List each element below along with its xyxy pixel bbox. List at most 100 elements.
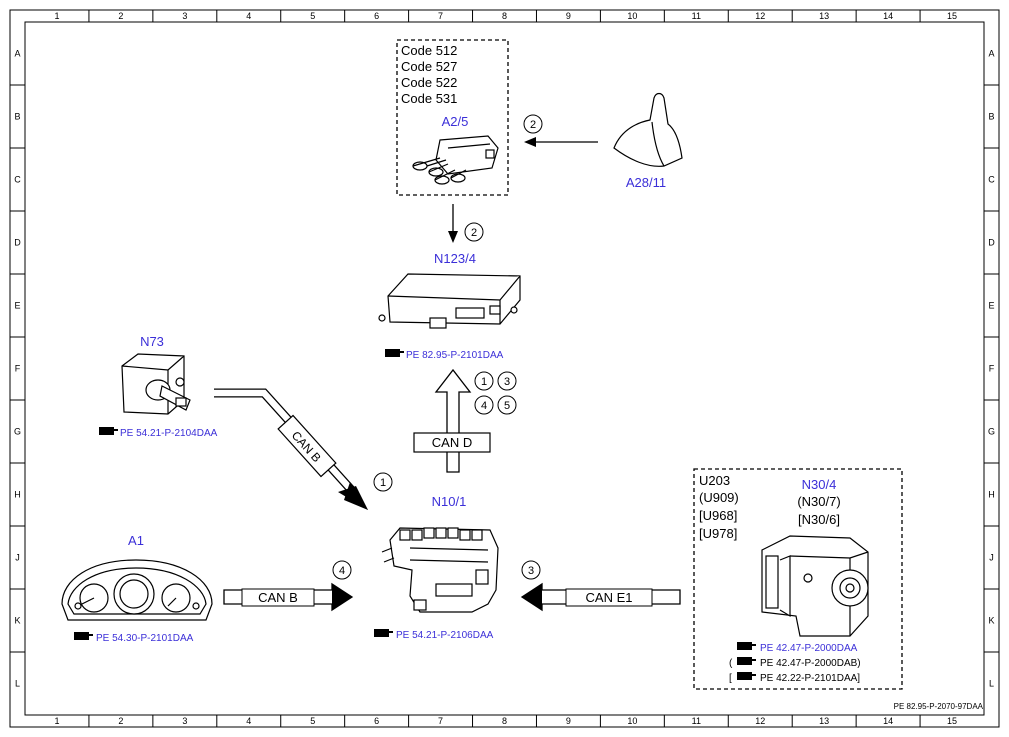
n30-4-dashed-box [693, 468, 903, 690]
grid-row-left-E: E [14, 301, 20, 311]
n30-4-ref-1-text: PE 42.47-P-2000DAA [760, 643, 858, 654]
grid-col-top-3: 3 [182, 11, 187, 21]
arrow-a25-n123-head [448, 231, 458, 243]
grid-col-top-9: 9 [566, 11, 571, 21]
inner-border [24, 21, 985, 716]
n30-4-ref-3-prefix: [ [729, 673, 732, 684]
grid-col-bottom-15: 15 [947, 716, 957, 726]
can-e1-label: CAN E1 [586, 590, 633, 605]
pointing-hand-icon [385, 349, 404, 357]
grid-col-bottom-1: 1 [54, 716, 59, 726]
n10-1-ref[interactable]: PE 54.21-P-2106DAA [374, 629, 494, 641]
grid-row-right-B: B [988, 112, 994, 122]
n30-4-ref-1[interactable]: PE 42.47-P-2000DAA [737, 642, 858, 654]
grid-layer: 1122334455667788991010111112121313141415… [10, 10, 999, 727]
grid-col-top-14: 14 [883, 11, 893, 21]
svg-text:4: 4 [481, 400, 487, 412]
grid-row-right-G: G [988, 427, 995, 437]
model-u968: [U968] [699, 508, 737, 523]
n30-4-ref-2-text: PE 42.47-P-2000DAB) [760, 658, 861, 669]
pointing-hand-icon [737, 672, 756, 680]
grid-row-right-D: D [988, 238, 995, 248]
pointing-hand-icon [74, 632, 93, 640]
grid-col-bottom-12: 12 [755, 716, 765, 726]
grid-col-top-1: 1 [54, 11, 59, 21]
grid-row-right-F: F [989, 364, 995, 374]
n10-1-ref-text: PE 54.21-P-2106DAA [396, 630, 494, 641]
outer-border [9, 9, 1000, 728]
n73-ref[interactable]: PE 54.21-P-2104DAA [99, 427, 218, 439]
grid-row-left-F: F [15, 364, 21, 374]
a1-ref-text: PE 54.30-P-2101DAA [96, 633, 194, 644]
marker-3-label: 3 [528, 565, 534, 577]
grid-col-bottom-2: 2 [118, 716, 123, 726]
grid-row-left-G: G [14, 427, 21, 437]
grid-col-bottom-10: 10 [627, 716, 637, 726]
can-e1-bus-arrow: CAN E1 [520, 582, 681, 612]
marker-2-top-label: 2 [530, 119, 536, 131]
grid-col-top-6: 6 [374, 11, 379, 21]
grid-col-bottom-7: 7 [438, 716, 443, 726]
grid-row-left-K: K [14, 616, 20, 626]
a1-ref[interactable]: PE 54.30-P-2101DAA [74, 632, 194, 644]
grid-col-bottom-14: 14 [883, 716, 893, 726]
grid-row-left-C: C [14, 175, 21, 185]
a28-11-label[interactable]: A28/11 [626, 175, 666, 190]
grid-col-top-15: 15 [947, 11, 957, 21]
n123-4-label[interactable]: N123/4 [434, 251, 476, 266]
a1-label[interactable]: A1 [128, 533, 144, 548]
svg-text:1: 1 [481, 376, 487, 388]
marker-4-label: 4 [339, 565, 345, 577]
grid-row-right-A: A [988, 49, 994, 59]
n30-4-label[interactable]: N30/4 [802, 477, 837, 492]
marker-4 [332, 560, 352, 580]
grid-col-bottom-11: 11 [692, 716, 701, 726]
pointing-hand-icon [737, 657, 756, 665]
grid-row-left-D: D [14, 238, 21, 248]
a28-11-antenna-icon [613, 92, 683, 167]
grid-row-right-E: E [988, 301, 994, 311]
n30-4-ref-2[interactable]: ( PE 42.47-P-2000DAB) [729, 657, 861, 669]
marker-1-label: 1 [380, 477, 386, 489]
n73-ignition-switch-icon [121, 353, 191, 415]
grid-row-left-B: B [14, 112, 20, 122]
n73-label[interactable]: N73 [140, 334, 164, 349]
grid-row-left-A: A [14, 49, 20, 59]
n30-4-esp-unit-icon [761, 535, 869, 637]
grid-col-top-5: 5 [310, 11, 315, 21]
grid-col-bottom-9: 9 [566, 716, 571, 726]
grid-col-top-12: 12 [755, 11, 765, 21]
grid-col-top-2: 2 [118, 11, 123, 21]
grid-col-bottom-3: 3 [182, 716, 187, 726]
grid-col-top-13: 13 [819, 11, 829, 21]
code-527: Code 527 [401, 59, 457, 74]
a2-5-label[interactable]: A2/5 [442, 114, 469, 129]
can-b-label: CAN B [258, 590, 298, 605]
grid-row-left-L: L [15, 679, 20, 689]
n10-1-sam-module-icon [381, 527, 499, 613]
marker-2-mid-label: 2 [471, 227, 477, 239]
grid-col-bottom-13: 13 [819, 716, 829, 726]
n123-marker-list: 1 3 4 5 [474, 371, 517, 415]
grid-row-right-K: K [988, 616, 994, 626]
pointing-hand-icon [737, 642, 756, 650]
grid-row-right-H: H [988, 490, 995, 500]
n30-6-label: [N30/6] [798, 512, 840, 527]
grid-row-right-L: L [989, 679, 994, 689]
can-b-diagonal-arrow: CAN B [214, 388, 368, 510]
n123-4-ref[interactable]: PE 82.95-P-2101DAA [385, 349, 504, 361]
pointing-hand-icon [99, 427, 118, 435]
n10-1-label[interactable]: N10/1 [432, 494, 467, 509]
arrow-a28-a25-head [524, 137, 536, 147]
grid-col-top-11: 11 [692, 11, 701, 21]
grid-col-top-10: 10 [627, 11, 637, 21]
model-u978: [U978] [699, 526, 737, 541]
grid-row-right-C: C [988, 175, 995, 185]
n30-4-ref-3[interactable]: [ PE 42.22-P-2101DAA] [729, 672, 860, 684]
marker-2-top [523, 114, 543, 134]
model-u909: (U909) [699, 490, 739, 505]
grid-col-top-8: 8 [502, 11, 507, 21]
n123-4-ref-text: PE 82.95-P-2101DAA [406, 350, 504, 361]
n30-4-ref-2-prefix: ( [729, 658, 733, 669]
